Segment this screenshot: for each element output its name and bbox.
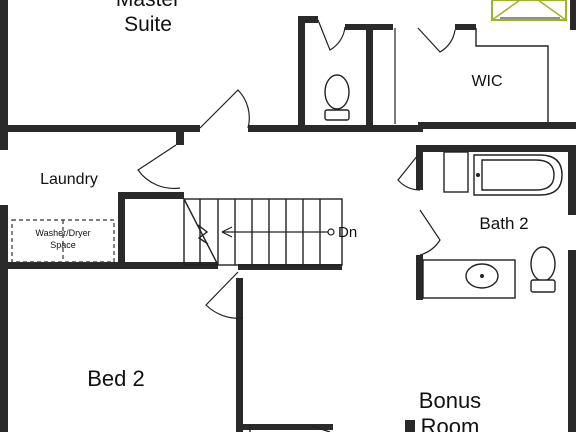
wall-stair-top	[118, 192, 184, 199]
bed2-closet	[249, 424, 331, 432]
label-washer-line2: Space	[50, 240, 76, 250]
label-master-line1: Master	[116, 0, 180, 11]
wall-right-lower	[568, 250, 576, 432]
bath2-door-upper	[397, 154, 421, 191]
wall-wic-top	[373, 24, 393, 30]
wall-master-bottom-left	[0, 125, 200, 132]
wall-bottom-right-stub	[405, 420, 415, 432]
wall-bed2-closet	[243, 424, 333, 430]
bath2-closet	[443, 151, 469, 193]
wall-mbath-top2	[345, 24, 373, 30]
wall-bath-left-lower	[416, 255, 423, 300]
wic-door	[394, 27, 456, 124]
laundry-door	[137, 144, 181, 190]
wall-wic-top-right	[455, 24, 476, 30]
label-stair-dn: Dn	[338, 224, 357, 241]
label-bath2: Bath 2	[479, 214, 528, 233]
master-toilet	[324, 74, 350, 121]
wall-bed2-right	[236, 278, 243, 432]
label-washer-line1: Washer/Dryer	[35, 228, 90, 238]
wall-right-mid	[568, 150, 576, 215]
wall-wic-bottom	[418, 122, 576, 129]
wall-laundry-inner	[118, 196, 125, 268]
master-bath-door	[317, 19, 346, 51]
wall-left-lower	[0, 205, 8, 432]
label-bonus-line1: Bonus	[419, 388, 481, 413]
label-bed2: Bed 2	[87, 366, 145, 391]
bathtub	[473, 154, 563, 196]
bath2-door-lower	[419, 209, 441, 256]
washer-dryer-space	[11, 219, 115, 263]
room-labels: Master Suite WIC Laundry Washer/Dryer Sp…	[35, 0, 528, 432]
wall-master-bottom-right	[248, 125, 423, 132]
label-bonus-line2: Room	[421, 414, 480, 432]
label-master-line2: Suite	[124, 13, 172, 36]
wall-stair-bottom-right	[238, 264, 342, 270]
wall-bath-top	[418, 145, 576, 152]
master-suite-door	[199, 89, 250, 129]
wall-mbath-right	[366, 24, 373, 130]
skylight-window	[491, 0, 567, 21]
wall-bath-left-upper	[416, 145, 423, 190]
wall-stair-bottom-left	[118, 262, 218, 269]
bed2-door	[205, 271, 244, 319]
wall-right-upper	[570, 0, 576, 30]
wic-shelf	[475, 28, 549, 122]
wall-mbath-left	[298, 16, 305, 130]
label-laundry: Laundry	[40, 171, 98, 188]
staircase	[183, 198, 343, 266]
label-wic: WIC	[471, 73, 502, 90]
wall-left-upper	[0, 0, 8, 150]
wall-laundry-bottom	[0, 262, 125, 269]
bath2-vanity	[422, 259, 516, 299]
wall-laundry-right-stub	[176, 125, 184, 145]
bath2-toilet	[530, 246, 556, 293]
wall-mbath-top	[298, 16, 318, 23]
